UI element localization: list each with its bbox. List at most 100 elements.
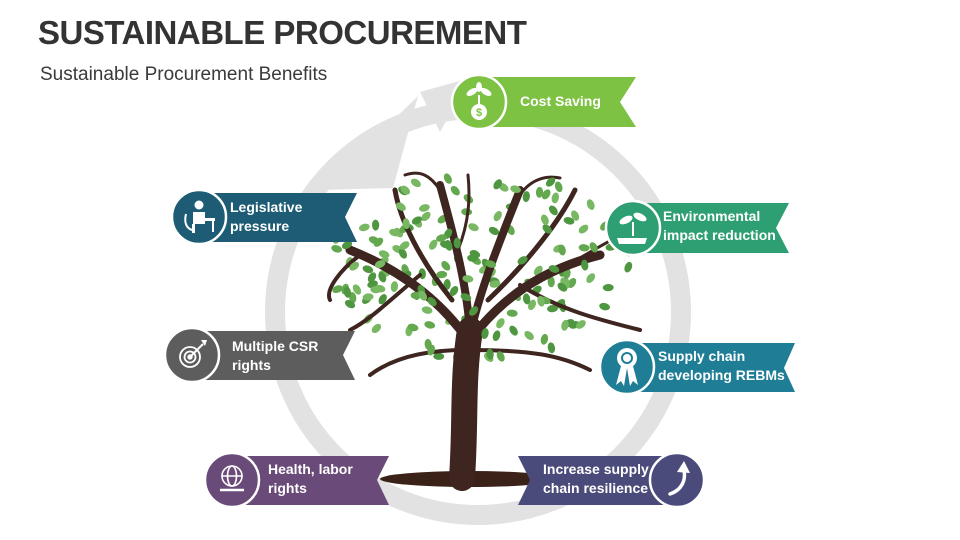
tree-leaf bbox=[586, 199, 595, 210]
health-labor-label-line1: Health, labor bbox=[268, 461, 353, 477]
health-labor-label: Health, labor rights bbox=[268, 460, 353, 498]
tree-leaf bbox=[496, 351, 505, 362]
tree-leaf bbox=[436, 270, 448, 279]
tree-leaf bbox=[428, 239, 438, 250]
legislative-label-line1: Legislative bbox=[230, 199, 303, 215]
tree-leaf bbox=[344, 299, 356, 309]
tree-leaf bbox=[469, 250, 481, 258]
tree-leaf bbox=[436, 234, 447, 242]
benefit-csr bbox=[163, 326, 355, 384]
supply-chain-label-line2: developing REBMs bbox=[658, 367, 785, 383]
tree-leaf bbox=[510, 185, 521, 193]
tree-leaf bbox=[509, 325, 518, 336]
tree-leaf bbox=[352, 284, 362, 295]
resilience-label: Increase supply chain resilience bbox=[543, 460, 649, 498]
tree-leaf bbox=[332, 285, 343, 293]
tree-leaf bbox=[547, 342, 556, 354]
tree-leaf bbox=[331, 245, 342, 253]
tree-leaf bbox=[450, 185, 460, 196]
tree-leaf bbox=[402, 218, 410, 230]
tree-leaf bbox=[419, 204, 430, 212]
tree-leaf bbox=[349, 261, 360, 271]
tree-leaf bbox=[453, 237, 461, 249]
tree-leaf bbox=[410, 178, 421, 188]
tree-leaf bbox=[578, 244, 590, 252]
tree-leaf bbox=[540, 333, 549, 345]
tree-leaf bbox=[362, 293, 374, 301]
tree-leaf bbox=[367, 272, 377, 283]
tree-leaf bbox=[390, 281, 399, 293]
tree-leaf bbox=[389, 228, 400, 237]
tree-leaf bbox=[433, 352, 445, 360]
benefit-resilience bbox=[518, 451, 706, 509]
tree-leaf bbox=[492, 330, 501, 342]
tree-leaf bbox=[624, 261, 633, 273]
tree-leaf bbox=[527, 299, 537, 311]
tree-leaf bbox=[586, 273, 596, 283]
tree-leaf bbox=[398, 248, 407, 259]
tree-leaf bbox=[522, 293, 531, 305]
tree-leaf bbox=[441, 260, 451, 271]
tree-leaf bbox=[443, 173, 452, 184]
environmental-label: Environmental impact reduction bbox=[663, 207, 776, 245]
tree-leaf bbox=[496, 318, 505, 329]
benefit-health-labor bbox=[203, 451, 389, 509]
tree-leaf bbox=[449, 285, 459, 297]
tree-leaf bbox=[558, 244, 566, 256]
hand-sprout-icon bbox=[617, 212, 647, 244]
environmental-label-line2: impact reduction bbox=[663, 227, 776, 243]
tree-leaf bbox=[489, 280, 501, 288]
tree-leaf bbox=[374, 260, 386, 269]
tree-leaf bbox=[378, 271, 387, 283]
tree-leaf bbox=[427, 344, 435, 356]
curved-arrow-up-icon bbox=[668, 461, 690, 496]
tree-leaf bbox=[341, 240, 353, 250]
tree-leaf bbox=[575, 320, 586, 329]
tree-leaf bbox=[421, 211, 431, 222]
tree-leaf bbox=[493, 210, 502, 222]
tree-leaf bbox=[427, 297, 437, 307]
tree-leaf bbox=[378, 250, 390, 259]
tree-leaf bbox=[548, 205, 558, 216]
person-at-desk-icon bbox=[184, 200, 215, 233]
tree-leaf bbox=[557, 282, 568, 292]
money-plant-icon: $ bbox=[466, 82, 492, 120]
tree-illustration bbox=[327, 171, 642, 491]
tree-leaf bbox=[547, 276, 555, 288]
tree-leaf bbox=[371, 219, 380, 231]
tree-leaf bbox=[561, 319, 569, 331]
tree-leaf bbox=[371, 323, 382, 334]
tree-leaf bbox=[578, 224, 589, 234]
tree-leaf bbox=[547, 304, 558, 313]
resilience-label-line2: chain resilience bbox=[543, 480, 649, 496]
tree-leaf bbox=[542, 224, 552, 234]
tree-leaf bbox=[522, 191, 530, 203]
tree-leaf bbox=[370, 285, 382, 294]
supply-chain-label-line1: Supply chain bbox=[658, 348, 746, 364]
tree-leaf bbox=[373, 237, 384, 247]
tree-leaf bbox=[411, 216, 423, 225]
tree-leaf bbox=[400, 185, 411, 195]
legislative-label-line2: pressure bbox=[230, 218, 290, 234]
tree-leaf bbox=[486, 348, 494, 360]
tree-leaf bbox=[517, 256, 528, 265]
tree-leaf bbox=[462, 275, 474, 283]
tree-leaf bbox=[581, 259, 589, 271]
tree-leaf bbox=[362, 265, 374, 274]
tree-leaf bbox=[548, 265, 560, 273]
benefit-cost-saving: $ bbox=[450, 73, 636, 131]
benefit-legislative bbox=[170, 188, 357, 246]
tree-leaf bbox=[571, 210, 580, 221]
environmental-label-line1: Environmental bbox=[663, 208, 761, 224]
tree-leaf bbox=[485, 260, 497, 268]
tree-leaf bbox=[551, 192, 560, 204]
tree-leaf bbox=[407, 323, 419, 332]
target-dart-icon bbox=[179, 340, 207, 368]
tree-leaf bbox=[378, 294, 387, 305]
tree-leaf bbox=[421, 306, 433, 314]
page-subtitle: Sustainable Procurement Benefits bbox=[40, 64, 328, 85]
csr-label-line1: Multiple CSR bbox=[232, 338, 319, 354]
tree-leaf bbox=[567, 277, 577, 289]
tree-leaf bbox=[488, 226, 500, 236]
